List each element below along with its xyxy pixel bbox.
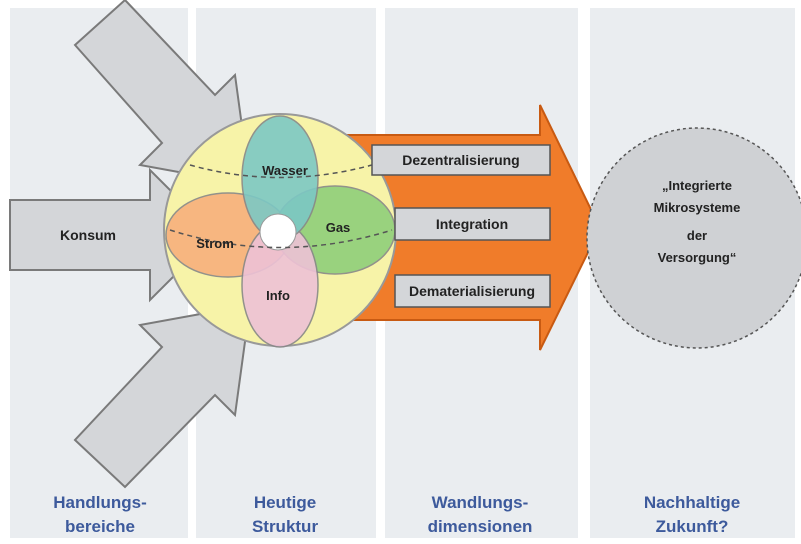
- future-line-2: Mikrosysteme: [654, 200, 741, 215]
- sphere-equator-line: [169, 229, 393, 249]
- future-circle: [586, 127, 801, 349]
- future-line-1: „Integrierte: [662, 178, 732, 193]
- dimension-label-2: Integration: [436, 216, 508, 232]
- column-1-title-line2: bereiche: [65, 517, 135, 536]
- konsum-label: Konsum: [60, 227, 116, 243]
- water-label: Wasser: [262, 163, 308, 178]
- power-label: Strom: [196, 236, 234, 251]
- dimension-box-1: [371, 144, 551, 176]
- column-3-title-line1: Wandlungs-: [432, 493, 529, 512]
- column-4-title-line2: Zukunft?: [656, 517, 729, 536]
- column-2-title-line2: Struktur: [252, 517, 319, 536]
- dimension-box-3: [394, 274, 551, 308]
- column-2-title-line1: Heutige: [254, 493, 316, 512]
- bottom-diagonal-arrow: [73, 303, 252, 489]
- column-1-title-line1: Handlungs-: [53, 493, 147, 512]
- future-line-3: der: [687, 228, 707, 243]
- column-3-title-line2: dimensionen: [428, 517, 533, 536]
- gas-label: Gas: [326, 220, 351, 235]
- future-line-4: Versorgung“: [658, 250, 737, 265]
- dimension-label-3: Dematerialisierung: [409, 283, 535, 299]
- dimension-box-2: [394, 207, 551, 241]
- info-label: Info: [266, 288, 290, 303]
- sphere-upper-line: [189, 164, 373, 179]
- dimension-label-1: Dezentralisierung: [402, 152, 519, 168]
- sphere-center: [259, 213, 297, 251]
- column-4-title-line1: Nachhaltige: [644, 493, 740, 512]
